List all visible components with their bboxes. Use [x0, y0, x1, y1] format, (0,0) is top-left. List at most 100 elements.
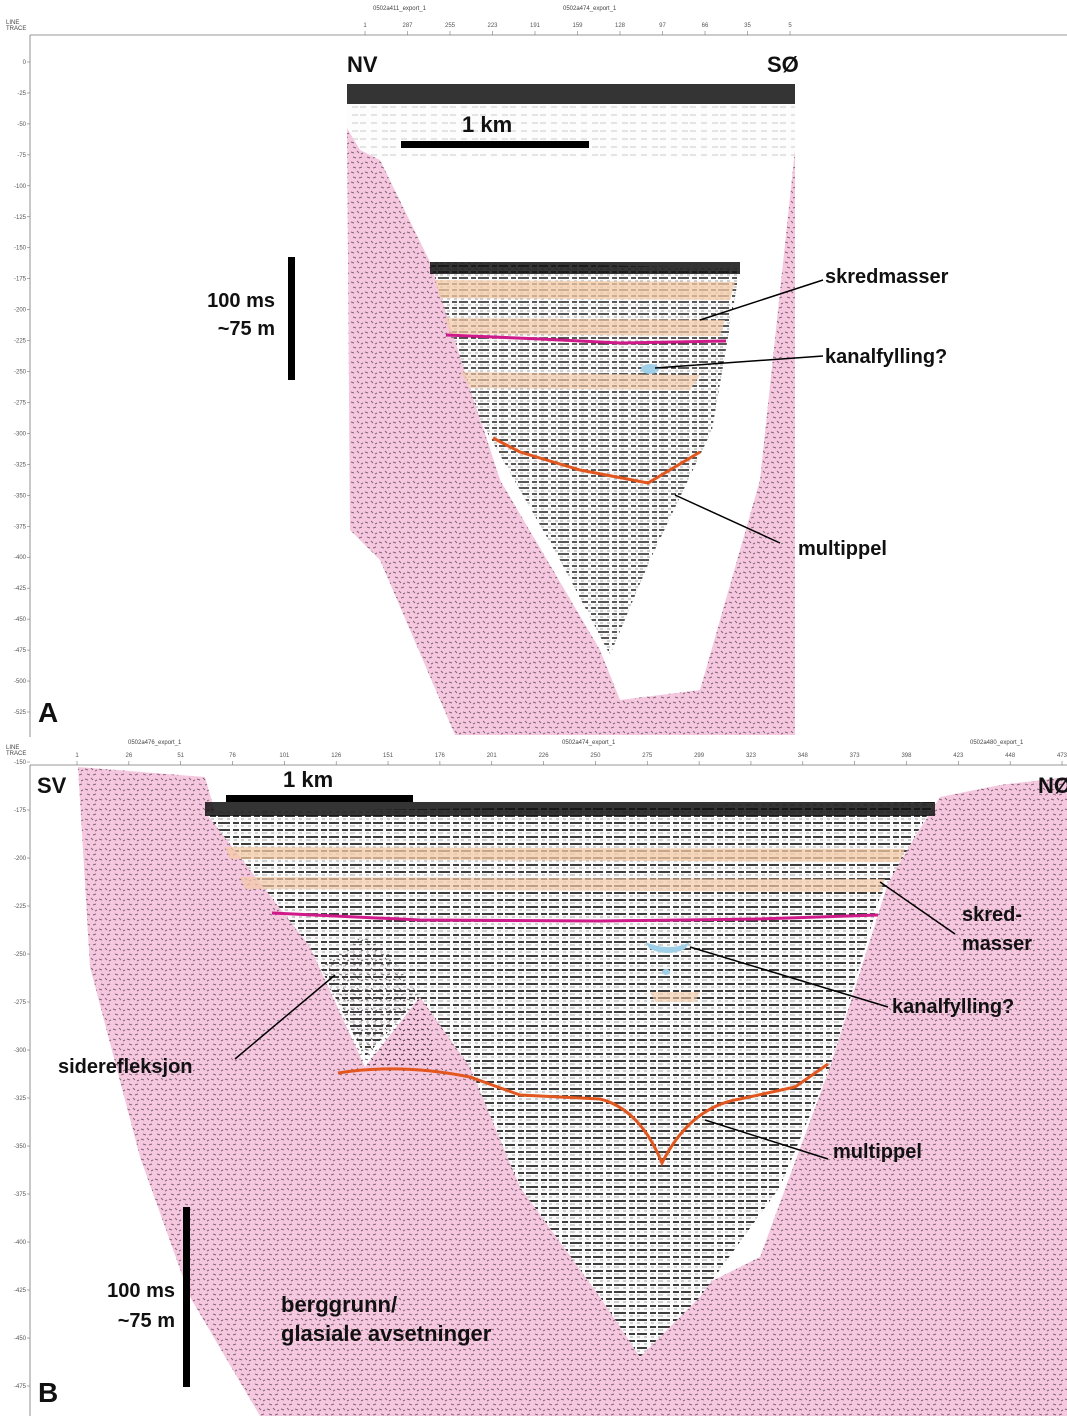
axis-tick-label: -125 — [14, 215, 27, 221]
panel-a-direction-left: NV — [347, 52, 378, 78]
panel-b-line-name-1: 0502a476_export_1 — [128, 740, 181, 746]
axis-tick-label: -325 — [14, 462, 27, 468]
axis-tick-label: 1 — [75, 753, 79, 759]
axis-tick-label: -375 — [14, 524, 27, 530]
axis-tick-label: 26 — [125, 753, 132, 759]
panel-b-vertical-scale-bar — [183, 1207, 190, 1387]
axis-tick-label: 373 — [850, 753, 861, 759]
axis-tick-label: -150 — [14, 246, 27, 252]
panel-a-water-column — [347, 104, 795, 159]
panel-b-label-bedrock-1: berggrunn/ — [281, 1292, 397, 1318]
panel-a-label-slide: skredmasser — [825, 266, 948, 289]
panel-b-km-label: 1 km — [283, 767, 333, 793]
panel-a-line-name-1: 0502a411_export_1 — [373, 6, 426, 12]
panel-b-trace-label: TRACE — [6, 751, 26, 757]
axis-tick-label: -250 — [14, 952, 27, 958]
axis-tick-label: -425 — [14, 1288, 27, 1294]
panel-b-label-bedrock-2: glasiale avsetninger — [281, 1321, 491, 1347]
axis-tick-label: 126 — [331, 753, 342, 759]
axis-tick-label: -475 — [14, 1384, 27, 1390]
axis-tick-label: -150 — [14, 760, 27, 766]
axis-tick-label: -75 — [17, 153, 26, 159]
panel-a-trace-ticks: 12872552231911591289766355 — [363, 23, 792, 35]
panel-b-slide-mass-3 — [650, 992, 700, 1002]
panel-b-km-scale-bar — [226, 795, 413, 802]
axis-tick-label: 76 — [229, 753, 236, 759]
panel-a-slide-mass-2 — [445, 318, 725, 336]
axis-tick-label: -375 — [14, 1192, 27, 1198]
panel-b-time-ticks: -150-175-200-225-250-275-300-325-350-375… — [14, 760, 30, 1390]
panel-b-label-slide-2: masser — [962, 933, 1032, 956]
axis-tick-label: -400 — [14, 555, 27, 561]
panel-b-label-channel: kanalfylling? — [892, 996, 1014, 1019]
axis-tick-label: 51 — [177, 753, 184, 759]
panel-a-letter: A — [38, 697, 58, 729]
axis-tick-label: 101 — [279, 753, 290, 759]
axis-tick-label: -275 — [14, 400, 27, 406]
axis-tick-label: -350 — [14, 1144, 27, 1150]
axis-tick-label: 176 — [435, 753, 446, 759]
axis-tick-label: 398 — [901, 753, 912, 759]
panel-b-label-slide-1: skred- — [962, 904, 1022, 927]
axis-tick-label: 226 — [539, 753, 550, 759]
axis-tick-label: 250 — [590, 753, 601, 759]
axis-tick-label: 275 — [642, 753, 653, 759]
axis-tick-label: -50 — [17, 122, 26, 128]
panel-a-slide-mass-3 — [460, 372, 700, 390]
axis-tick-label: -300 — [14, 1048, 27, 1054]
axis-tick-label: 66 — [702, 23, 709, 29]
panel-b-direction-right: NØ — [1038, 773, 1067, 799]
panel-a-seafloor-band — [347, 84, 795, 104]
axis-tick-label: -25 — [17, 91, 26, 97]
axis-tick-label: -100 — [14, 184, 27, 190]
axis-tick-label: 473 — [1057, 753, 1067, 759]
axis-tick-label: 201 — [487, 753, 498, 759]
axis-tick-label: -250 — [14, 370, 27, 376]
axis-tick-label: 255 — [445, 23, 456, 29]
panel-b-label-side-reflection: siderefleksjon — [58, 1056, 193, 1079]
axis-tick-label: -175 — [14, 277, 27, 283]
axis-tick-label: 299 — [694, 753, 705, 759]
axis-tick-label: 448 — [1005, 753, 1016, 759]
panel-b-label-multiple: multippel — [833, 1141, 922, 1164]
panel-a-vertical-scale-ms: 100 ms — [175, 290, 275, 313]
panel-b-line-name-3: 0502a480_export_1 — [970, 740, 1023, 746]
axis-tick-label: -475 — [14, 648, 27, 654]
panel-b-vertical-scale-m: ~75 m — [70, 1310, 175, 1333]
panel-a-direction-right: SØ — [767, 52, 799, 78]
axis-tick-label: -325 — [14, 1096, 27, 1102]
axis-tick-label: 0 — [23, 60, 27, 66]
panel-a-channel-fill — [641, 364, 659, 374]
axis-tick-label: -175 — [14, 808, 27, 814]
panel-b-line-name-2: 0502a474_export_1 — [562, 740, 615, 746]
axis-tick-label: 287 — [402, 23, 413, 29]
axis-tick-label: 223 — [487, 23, 498, 29]
axis-tick-label: -300 — [14, 431, 27, 437]
panel-a-km-scale-bar — [401, 141, 589, 148]
axis-tick-label: -400 — [14, 1240, 27, 1246]
panel-b-vertical-scale-ms: 100 ms — [70, 1280, 175, 1303]
axis-tick-label: -450 — [14, 617, 27, 623]
panel-a-time-ticks: 0-25-50-75-100-125-150-175-200-225-250-2… — [14, 60, 30, 716]
axis-tick-label: -225 — [14, 339, 27, 345]
panel-b-channel-fill-2 — [662, 969, 670, 975]
panel-a-label-multiple: multippel — [798, 538, 887, 561]
axis-tick-label: -500 — [14, 679, 27, 685]
axis-tick-label: 128 — [615, 23, 626, 29]
axis-tick-label: 191 — [530, 23, 541, 29]
axis-tick-label: -350 — [14, 493, 27, 499]
panel-a-label-channel: kanalfylling? — [825, 346, 947, 369]
panel-a-vertical-scale-bar — [288, 257, 295, 380]
axis-tick-label: 5 — [788, 23, 792, 29]
panel-b-top-reflector — [205, 802, 935, 816]
axis-tick-label: -425 — [14, 586, 27, 592]
axis-tick-label: 323 — [746, 753, 757, 759]
axis-tick-label: 97 — [659, 23, 666, 29]
panel-a-trace-label: TRACE — [6, 26, 26, 32]
axis-tick-label: 1 — [363, 23, 367, 29]
axis-tick-label: 348 — [798, 753, 809, 759]
panel-b-direction-left: SV — [37, 773, 66, 799]
panel-b-letter: B — [38, 1377, 58, 1409]
